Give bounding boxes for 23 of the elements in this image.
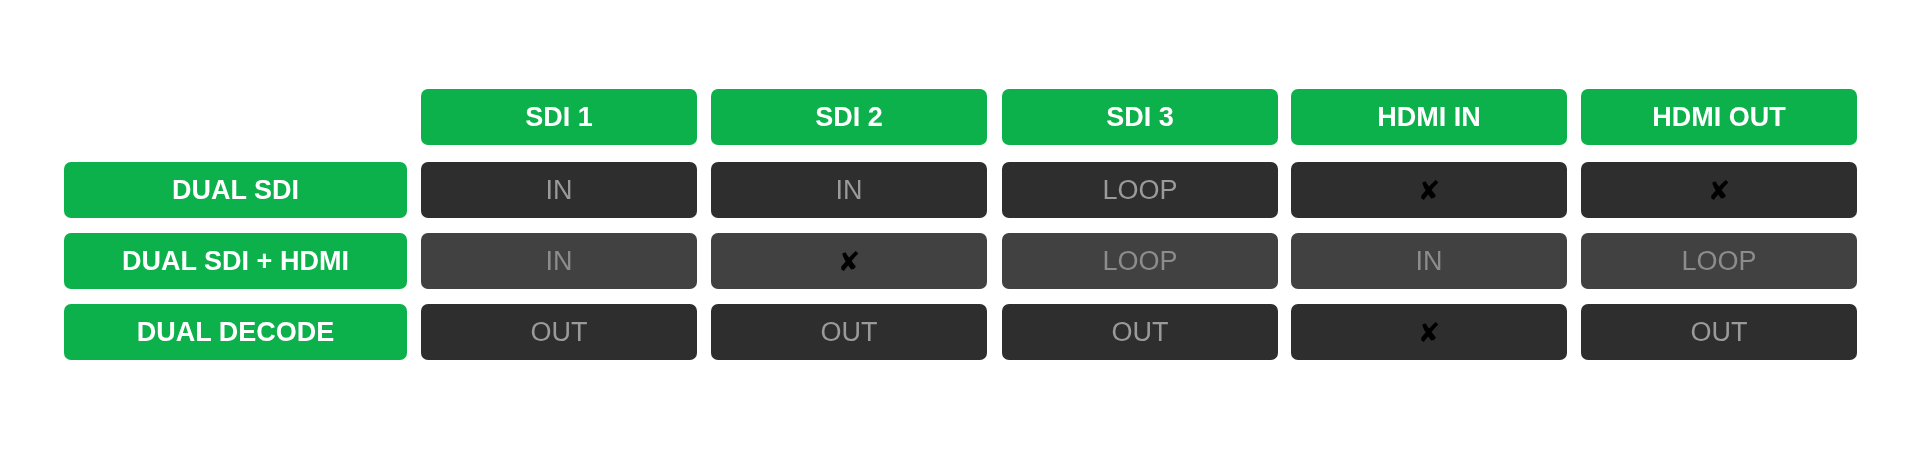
table-cell: IN [421,233,697,289]
row-header: DUAL DECODE [64,304,407,360]
table-cell: IN [1291,233,1567,289]
table-cell: OUT [1581,304,1857,360]
column-header: HDMI IN [1291,89,1567,145]
column-header: SDI 1 [421,89,697,145]
cross-mark: ✘ [711,233,987,289]
table-cell: IN [421,162,697,218]
table-cell: OUT [711,304,987,360]
table-cell: OUT [1002,304,1278,360]
cross-mark: ✘ [1291,304,1567,360]
column-header: SDI 3 [1002,89,1278,145]
row-header: DUAL SDI + HDMI [64,233,407,289]
table-cell: LOOP [1002,233,1278,289]
table-cell: LOOP [1581,233,1857,289]
cross-mark: ✘ [1581,162,1857,218]
table-cell: IN [711,162,987,218]
column-header: SDI 2 [711,89,987,145]
column-header: HDMI OUT [1581,89,1857,145]
cross-mark: ✘ [1291,162,1567,218]
table-cell: OUT [421,304,697,360]
table-cell: LOOP [1002,162,1278,218]
row-header: DUAL SDI [64,162,407,218]
